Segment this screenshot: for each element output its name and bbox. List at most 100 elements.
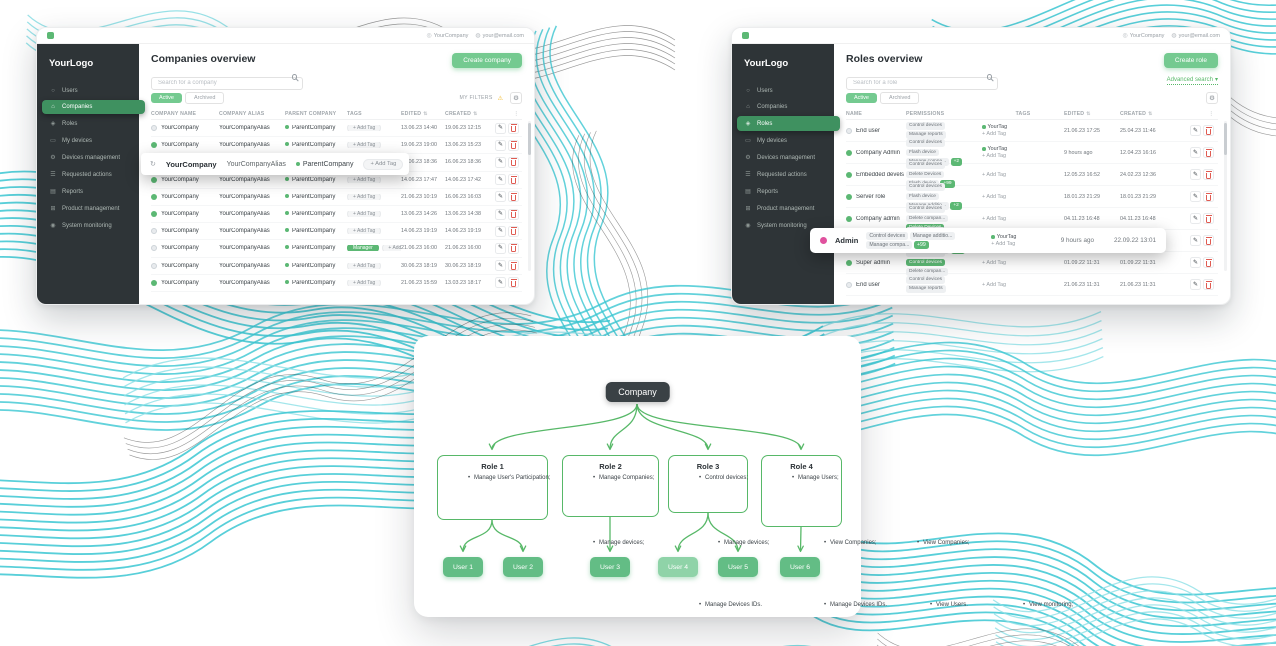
company-row[interactable]: YourCompany YourCompanyAlias ParentCompa… [151,189,522,206]
add-tag-chip[interactable]: + Add Tag [347,262,382,269]
sidebar-item[interactable]: ▤ Reports [42,184,134,199]
add-tag-chip[interactable]: + Add Tag [363,158,404,170]
permission-chip[interactable]: Delete Devices [906,170,945,179]
permission-chip[interactable]: +99 [940,179,955,188]
sidebar-item[interactable]: ▤ Reports [737,184,829,199]
add-tag-chip[interactable]: + Add Tag [991,241,1016,248]
delete-button[interactable] [508,139,519,151]
permission-chip[interactable]: Manage reports [906,131,946,139]
add-tag-chip[interactable]: + Add Tag [347,193,382,200]
sidebar-item[interactable]: ☰ Requested actions [737,167,829,182]
permission-chip[interactable]: Control devices [906,139,946,148]
delete-button[interactable] [1203,147,1214,158]
company-row[interactable]: YourCompany YourCompanyAlias ParentCompa… [151,120,522,138]
table-settings-button[interactable]: ⚙ [510,92,522,104]
permission-chip[interactable]: Control devices [906,258,946,267]
permission-chip[interactable]: Flash device [906,148,939,157]
edit-button[interactable]: ✎ [1190,279,1201,290]
delete-button[interactable] [508,191,519,203]
your-tag[interactable]: YourTag [982,146,1064,152]
column-actions[interactable]: ⋮ [489,111,519,117]
permission-chip[interactable]: Control devices [906,122,946,130]
filter-archived[interactable]: Archived [879,92,920,104]
edit-button[interactable]: ✎ [495,208,506,220]
delete-button[interactable] [508,225,519,237]
sidebar-item[interactable]: ◈ Roles [42,116,134,131]
column-edited[interactable]: EDITED ⇅ [1064,111,1091,117]
sidebar-item[interactable]: ⊞ Product management [737,201,829,216]
edit-button[interactable]: ✎ [495,156,506,168]
filter-active[interactable]: Active [151,93,182,103]
add-tag-chip[interactable]: + Add Tag [382,245,401,252]
account-chip[interactable]: ◍ your@email.com [1171,32,1220,40]
tag-chip[interactable]: Manager [347,245,379,252]
edit-button[interactable]: ✎ [1190,147,1201,158]
permission-chip[interactable]: Control devices [906,183,946,192]
edit-button[interactable]: ✎ [495,191,506,203]
browser-tab-company[interactable]: ◎ YourCompany [1122,32,1165,40]
add-tag-chip[interactable]: + Add Tag [347,279,382,286]
add-tag-chip[interactable]: + Add Tag [982,215,1007,222]
delete-button[interactable] [508,242,519,254]
add-tag-chip[interactable]: + Add Tag [982,259,1007,266]
column-company-name[interactable]: COMPANY NAME [151,111,197,117]
advanced-search-link[interactable]: Advanced search ▾ [1166,76,1218,85]
permission-chip[interactable]: +99 [913,241,929,250]
sidebar-item[interactable]: ▭ My devices [737,133,829,148]
column-created[interactable]: CREATED ⇅ [1120,111,1153,117]
add-tag-chip[interactable]: + Add Tag [982,131,1007,138]
filter-active[interactable]: Active [846,93,877,103]
delete-button[interactable] [1203,191,1214,202]
permission-chip[interactable]: Control devices [866,231,909,240]
delete-button[interactable] [508,208,519,220]
table-settings-button[interactable]: ⚙ [1206,92,1218,104]
sidebar-item[interactable]: ⚙ Devices management [737,150,829,165]
company-row[interactable]: YourCompany YourCompanyAlias ParentCompa… [151,223,522,241]
permission-chip[interactable]: Manage reports [906,285,946,293]
search-input[interactable] [151,76,303,90]
sidebar-item[interactable]: ◈ Roles [737,116,840,131]
sidebar-item[interactable]: ○ Users [737,84,829,98]
permission-chip[interactable]: Delete compan... [906,267,949,276]
column-permissions[interactable]: PERMISSIONS [906,111,945,117]
company-row[interactable]: YourCompany YourCompanyAlias ParentCompa… [151,258,522,275]
edit-button[interactable]: ✎ [495,174,506,186]
permission-chip[interactable]: +2 [950,201,962,210]
company-row[interactable]: YourCompany YourCompanyAlias ParentCompa… [151,172,522,189]
sidebar-item[interactable]: ▭ My devices [42,133,134,148]
edit-button[interactable]: ✎ [1190,125,1201,136]
delete-button[interactable] [508,156,519,168]
add-tag-chip[interactable]: + Add Tag [982,281,1007,288]
filter-archived[interactable]: Archived [184,92,225,104]
sidebar-item[interactable]: ◉ System monitoring [737,218,829,233]
add-tag-chip[interactable]: + Add Tag [347,142,382,149]
permission-chip[interactable]: Control devices [906,205,946,214]
column-edited[interactable]: EDITED ⇅ [401,111,428,117]
column-created[interactable]: CREATED ⇅ [445,111,478,117]
column-name[interactable]: NAME [846,111,863,117]
delete-button[interactable] [508,122,519,134]
add-tag-chip[interactable]: + Add Tag [347,176,382,183]
admin-row-popout[interactable]: Admin Control devices Manage additio... … [810,228,1166,253]
role-row[interactable]: Super admin Add Device IDs Control devic… [846,249,1218,276]
delete-button[interactable] [508,277,519,289]
permission-chip[interactable]: +2 [950,157,963,166]
sidebar-item[interactable]: ☰ Requested actions [42,167,134,182]
column-parent-company[interactable]: PARENT COMPANY [285,111,337,117]
edit-button[interactable]: ✎ [495,277,506,289]
search-input[interactable] [846,76,998,90]
edit-button[interactable]: ✎ [495,139,506,151]
company-row[interactable]: YourCompany YourCompanyAlias ParentCompa… [151,275,522,292]
company-row[interactable]: YourCompany YourCompanyAlias ParentCompa… [151,206,522,224]
permission-chip[interactable]: Flash device [906,192,939,201]
sidebar-item[interactable]: ○ Users [42,84,134,98]
sidebar-item[interactable]: ⊞ Product management [42,201,134,216]
add-tag-chip[interactable]: + Add Tag [982,153,1007,160]
sidebar-item[interactable]: ⌂ Companies [42,100,145,114]
edit-button[interactable]: ✎ [1190,169,1201,180]
add-tag-chip[interactable]: + Add Tag [347,228,382,235]
scrollbar-thumb[interactable] [528,123,531,155]
delete-button[interactable] [1203,213,1214,224]
sidebar-item[interactable]: ⚙ Devices management [42,150,134,165]
delete-button[interactable] [508,260,519,272]
